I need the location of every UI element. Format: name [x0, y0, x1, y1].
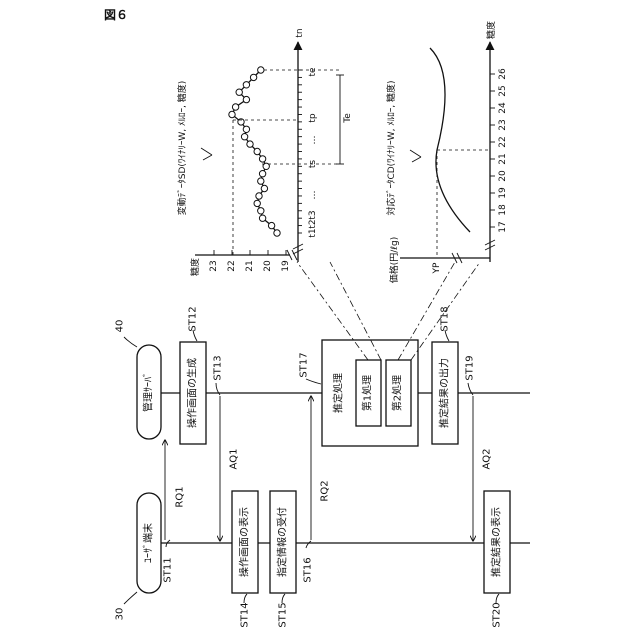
variation-point: [243, 96, 249, 102]
aq2-label: AQ2: [482, 449, 493, 470]
value-tick-label: 22: [227, 260, 237, 271]
variation-point: [250, 74, 256, 80]
time-label: t2: [308, 219, 318, 228]
variation-point: [258, 67, 264, 73]
server-name: 管理ｻｰﾊﾞ: [142, 372, 155, 412]
second-process-label: 第2処理: [391, 375, 404, 411]
variation-point: [254, 148, 260, 154]
sugar-axis-label: 糖度: [485, 21, 497, 39]
step-st11: ST11: [163, 557, 174, 582]
display-screen-box: 操作画面の表示: [232, 491, 258, 593]
value-axis-label: 糖度: [189, 258, 201, 276]
accept-info-box: 指定情報の受付: [270, 491, 296, 593]
output-result-label: 推定結果の出力: [438, 358, 451, 428]
price-curve: [430, 48, 470, 232]
correspondence-title-pointer: [410, 150, 421, 162]
display-screen-label: 操作画面の表示: [238, 507, 251, 577]
correspondence-graph: 価格(円/ℓg) 糖度 対応ﾃﾞｰﾀCD(ﾜｲﾅﾘｰW, ﾒﾙﾛｰ, 糖度) 1…: [385, 21, 508, 283]
rq1-label: RQ1: [175, 486, 186, 507]
sugar-tick-label: 25: [498, 85, 508, 96]
sugar-tick-label: 20: [498, 170, 508, 182]
variation-point: [274, 230, 280, 236]
value-tick-label: 19: [281, 260, 291, 272]
display-result-box: 推定結果の表示: [484, 491, 510, 593]
rq2-label: RQ2: [320, 480, 331, 501]
variation-point: [256, 193, 262, 199]
price-axis-label: 価格(円/ℓg): [388, 237, 400, 284]
value-ticks: 23 22 21 20 19: [209, 250, 291, 272]
server-ref: 40: [115, 320, 126, 333]
step-st15: ST15: [278, 602, 289, 627]
variation-point: [258, 208, 264, 214]
variation-point: [259, 215, 265, 221]
generate-screen-box: 操作画面の生成: [180, 342, 206, 444]
sugar-tick-label: 26: [498, 68, 508, 80]
step-st17: ST17: [299, 352, 310, 377]
time-label: t3: [308, 210, 318, 219]
terminal-name: ﾕｰｻﾞ端末: [142, 523, 155, 563]
variation-point: [259, 171, 265, 177]
estimation-box: 推定処理 第1処理 第2処理: [322, 340, 418, 446]
correspondence-title: 対応ﾃﾞｰﾀCD(ﾜｲﾅﾘｰW, ﾒﾙﾛｰ, 糖度): [385, 80, 397, 215]
step-st13: ST13: [213, 355, 224, 380]
time-label: …: [308, 191, 318, 200]
variation-point: [236, 89, 242, 95]
time-axis-label: tn: [295, 28, 305, 37]
sugar-tick-label: 19: [498, 187, 508, 199]
value-tick-label: 20: [263, 260, 273, 272]
marked-price-label: YP: [432, 262, 442, 274]
variation-point: [232, 104, 238, 110]
aq1-label: AQ1: [229, 449, 240, 470]
sugar-tick-label: 22: [498, 136, 508, 147]
first-process-label: 第1処理: [361, 375, 374, 411]
step-st14: ST14: [240, 602, 251, 627]
sequence-diagram: 管理ｻｰﾊﾞ 40 ﾕｰｻﾞ端末 30 ST11 RQ1 操作画面の生成 ST1…: [115, 262, 531, 628]
sugar-tick-label: 18: [498, 204, 508, 216]
terminal-actor: ﾕｰｻﾞ端末 30: [115, 493, 162, 620]
sugar-tick-label: 24: [498, 102, 508, 114]
generate-screen-label: 操作画面の生成: [186, 358, 199, 428]
value-tick-label: 23: [209, 260, 219, 271]
title-pointer: [201, 148, 212, 160]
variation-point: [254, 200, 260, 206]
variation-point: [243, 82, 249, 88]
sugar-ticks: 17 18 19 20 21 22 23 24 25 26: [490, 68, 508, 233]
display-result-label: 推定結果の表示: [490, 507, 503, 577]
estimation-label: 推定処理: [332, 373, 345, 413]
variation-point: [247, 141, 253, 147]
variation-point: [229, 111, 235, 117]
variation-point: [241, 134, 247, 140]
sugar-tick-label: 17: [498, 221, 508, 232]
sugar-tick-label: 21: [498, 153, 508, 164]
step-st20: ST20: [492, 602, 503, 627]
variation-point: [243, 126, 249, 132]
step-st12: ST12: [188, 306, 199, 331]
variation-point: [268, 222, 274, 228]
server-actor: 管理ｻｰﾊﾞ 40: [115, 320, 162, 439]
terminal-ref: 30: [115, 608, 126, 621]
output-result-box: 推定結果の出力: [432, 342, 458, 444]
time-label: t1: [308, 228, 318, 237]
time-label: tp: [308, 113, 318, 123]
variation-series: [229, 67, 280, 236]
time-label: …: [308, 136, 318, 145]
interval-label: Te: [343, 113, 353, 124]
variation-point: [261, 185, 267, 191]
variation-point: [258, 178, 264, 184]
value-tick-label: 21: [245, 260, 255, 271]
step-st16: ST16: [303, 557, 314, 582]
variation-point: [259, 156, 265, 162]
variation-graph: 糖度 tn 変動ﾃﾞｰﾀSD(ﾜｲﾅﾘｰW, ﾒﾙﾛｰ, 糖度) 2322212…: [176, 28, 353, 276]
variation-title: 変動ﾃﾞｰﾀSD(ﾜｲﾅﾘｰW, ﾒﾙﾛｰ, 糖度): [176, 81, 188, 216]
time-label: te: [308, 67, 318, 77]
sugar-tick-label: 23: [498, 119, 508, 130]
accept-info-label: 指定情報の受付: [276, 507, 289, 577]
time-ticks: t1t2t3…ts…tpte: [298, 67, 318, 238]
step-st19: ST19: [465, 355, 476, 380]
step-st18: ST18: [440, 306, 451, 331]
